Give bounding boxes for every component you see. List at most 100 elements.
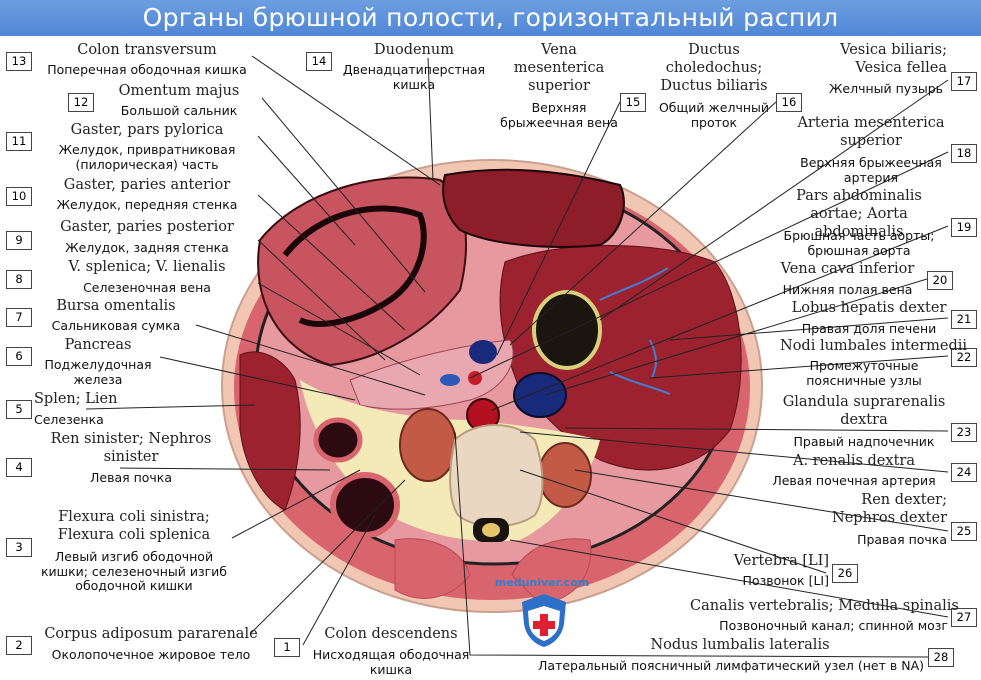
label-11-num: 11 [6,132,32,151]
label-18-russian: Верхняя брыжеечная артерия [800,155,942,185]
label-26-num: 26 [832,564,858,583]
label-8-num: 8 [6,270,32,289]
label-17-russian: Желчный пузырь [828,81,944,96]
label-24-num: 24 [951,463,977,482]
label-5-num: 5 [6,400,32,419]
label-2-num: 2 [6,636,32,655]
label-13-russian: Поперечная ободочная кишка [47,62,247,77]
label-8-latin: V. splenica; V. lienalis [68,259,226,275]
label-4-russian: Левая почка [89,470,173,485]
label-4-num: 4 [6,458,32,477]
label-23-latin: Glandula suprarenalis dextra [782,394,946,428]
label-27-latin: Canalis vertebralis; Medulla spinalis [690,598,959,614]
colon-transverse-shape [442,168,625,248]
label-20-latin: Vena cava inferior [780,261,915,277]
stomach-lumen [282,205,427,327]
label-6-russian: Поджелудочная железа [44,357,152,387]
label-28-latin: Nodus lumbalis lateralis [650,637,830,653]
label-1-num: 1 [274,638,300,657]
watermark-shield-icon [522,594,566,647]
label-8-russian: Селезеночная вена [83,280,211,295]
label-7-latin: Bursa omentalis [56,298,176,314]
label-10-russian: Желудок, передняя стенка [56,197,238,212]
label-28-russian: Латеральный поясничный лимфатический узе… [538,658,924,673]
label-17-latin: Vesica biliaris; Vesica fellea [840,42,947,76]
title-banner: Органы брюшной полости, горизонтальный р… [0,0,981,36]
label-23-russian: Правый надпочечник [793,434,935,449]
label-15-russian: Верхняя брыжеечная вена [500,100,618,130]
right-kidney-shape [538,442,592,508]
label-26-russian: Позвонок [LI] [742,573,829,588]
spinal-cord-shape [482,523,500,537]
label-9-russian: Желудок, задняя стенка [65,240,229,255]
splenic-vein-shape [440,374,460,386]
label-6-latin: Pancreas [64,337,132,353]
stomach-shape [257,176,467,367]
label-1-russian: Нисходящая ободочная кишка [312,647,470,677]
label-11-latin: Gaster, pars pylorica [70,122,224,138]
flexura-coli-shape [313,417,363,463]
label-22-russian: Промежуточные поясничные узлы [806,358,922,388]
label-19-num: 19 [951,218,977,237]
gallbladder-shape [532,290,602,370]
label-14-num: 14 [306,52,332,71]
label-17-num: 17 [951,72,977,91]
label-21-russian: Правая доля печени [801,321,937,336]
label-13-latin: Colon transversum [77,42,217,58]
label-21-latin: Lobus hepatis dexter [791,300,947,316]
label-12-russian: Большой сальник [120,103,238,118]
back-muscle-left [394,538,471,599]
label-5-russian: Селезенка [34,412,104,427]
label-6-num: 6 [6,347,32,366]
label-27-russian: Позвоночный канал; спинной мозг [719,618,948,633]
label-28-num: 28 [928,648,954,667]
label-14-latin: Duodenum [374,42,454,58]
label-25-num: 25 [951,522,977,541]
label-7-num: 7 [6,308,32,327]
label-3-latin: Flexura coli sinistra; Flexura coli sple… [57,509,211,543]
label-9-latin: Gaster, paries posterior [60,219,234,235]
label-18-latin: Arteria mesenterica superior [797,115,945,149]
label-18-num: 18 [951,144,977,163]
label-14-russian: Двенадцатиперстная кишка [342,62,486,92]
watermark-text: meduniver.com [494,576,590,589]
label-16-latin: Ductus choledochus; Ductus biliaris [660,42,768,94]
label-19-russian: Брюшная часть аорты; брюшная аорта [783,228,935,258]
label-13-num: 13 [6,52,32,71]
label-23-num: 23 [951,423,977,442]
label-12-latin: Omentum majus [118,83,240,99]
page-title: Органы брюшной полости, горизонтальный р… [142,3,839,32]
label-9-num: 9 [6,231,32,250]
label-25-latin: Ren dexter; Nephros dexter [832,492,947,526]
label-2-latin: Corpus adiposum pararenale [44,626,258,642]
label-3-russian: Левый изгиб ободочной кишки; селезеночны… [40,549,228,593]
label-22-num: 22 [951,348,977,367]
label-15-latin: Vena mesenterica superior [513,42,605,94]
mesenteric-vein-shape [469,340,497,364]
vertebra-shape [449,424,544,528]
label-15-num: 15 [620,93,646,112]
label-16-num: 16 [776,93,802,112]
back-muscle-right [511,538,592,605]
label-4-latin: Ren sinister; Nephros sinister [50,431,212,465]
label-20-num: 20 [927,271,953,290]
leader-lines [85,55,949,658]
label-2-russian: Околопочечное жировое тело [51,647,251,662]
label-3-num: 3 [6,538,32,557]
label-27-num: 27 [951,608,977,627]
label-25-russian: Правая почка [857,532,947,547]
label-12-num: 12 [68,93,94,112]
label-24-russian: Левая почечная артерия [772,473,936,488]
colon-descendens-shape [330,472,400,538]
label-16-russian: Общий желчный проток [658,100,770,130]
label-11-russian: Желудок, привратниковая (пилорическая) ч… [58,142,236,172]
label-24-latin: A. renalis dextra [793,453,915,469]
label-1-latin: Colon descendens [324,626,458,642]
label-20-russian: Нижняя полая вена [782,282,913,297]
hepatic-vessel [599,267,671,395]
label-10-num: 10 [6,187,32,206]
vena-cava-shape [513,372,567,418]
label-5-latin: Splen; Lien [34,391,118,407]
label-10-latin: Gaster, paries anterior [63,177,231,193]
